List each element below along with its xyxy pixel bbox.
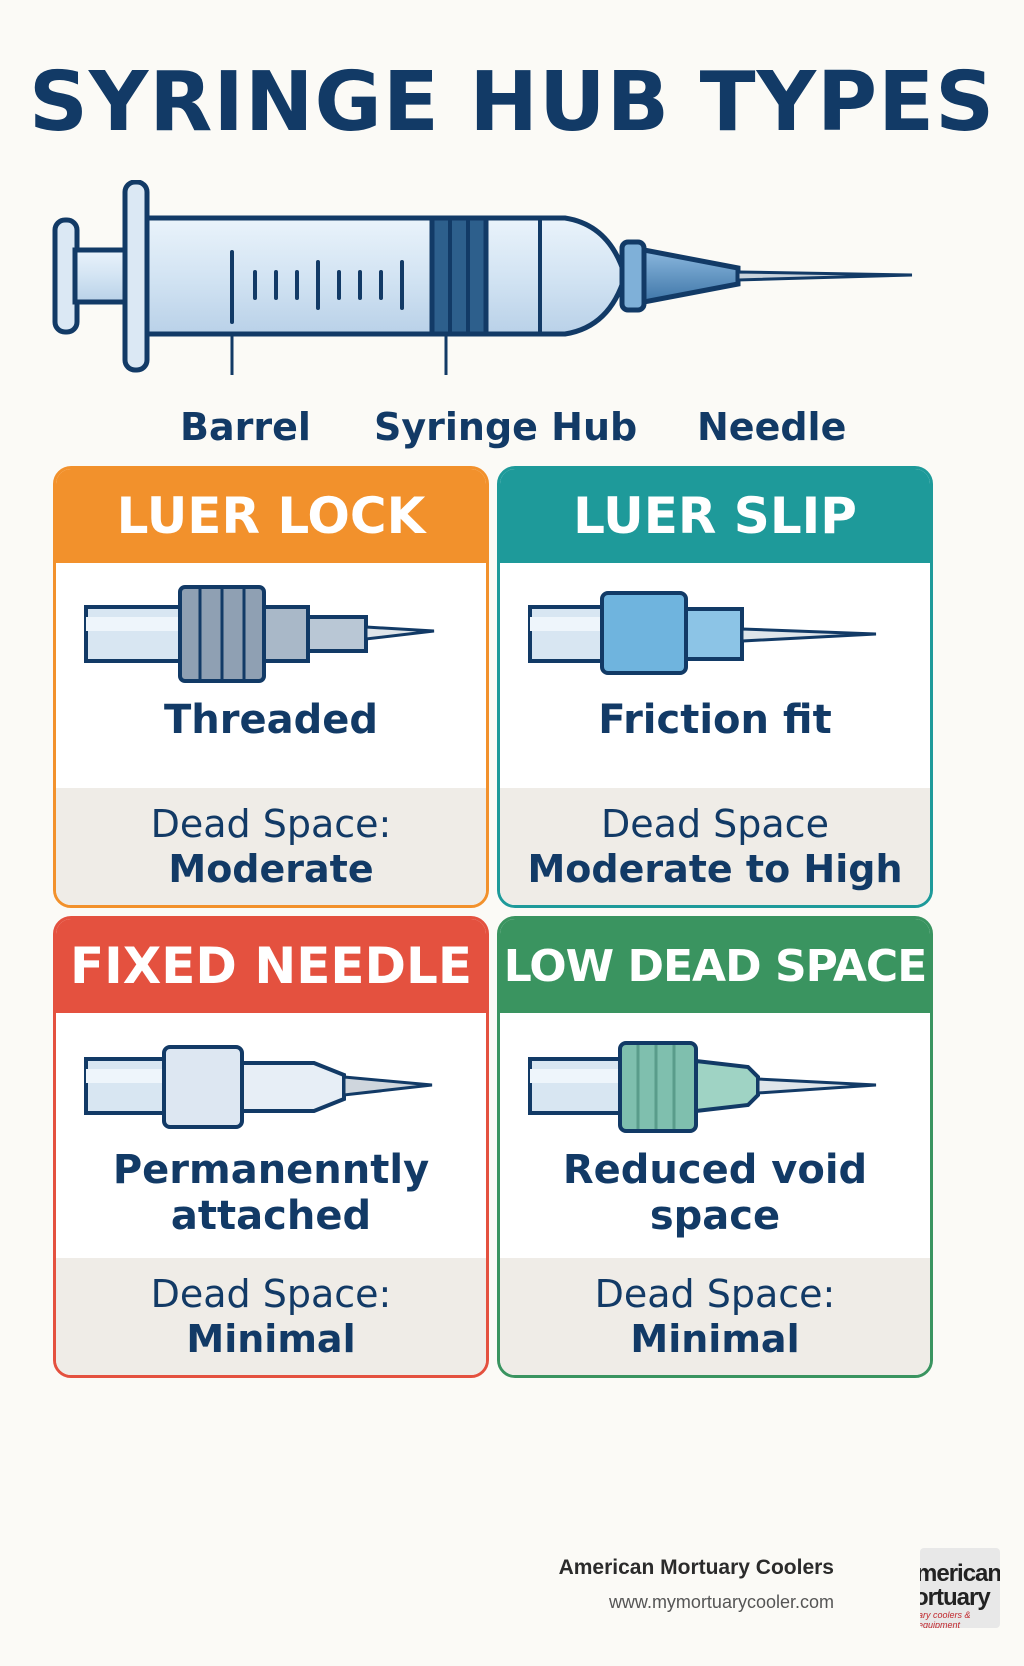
logo-text: ortuary [920,1584,991,1611]
description-line: attached [170,1193,372,1239]
dead-space-panel: Dead Space: Moderate [56,787,486,905]
description-line: space [649,1193,781,1239]
fixed-needle-hub-icon [84,1045,433,1129]
card-title: LOW DEAD SPACE [500,919,930,1013]
brand-logo: merican ortuary ary coolers & equipment [920,1548,1000,1628]
card-description: Friction fit [598,697,832,743]
dead-space-panel: Dead Space: Minimal [500,1257,930,1375]
card-description: Permanenntly attached [56,1147,486,1239]
card-low-dead-space: LOW DEAD SPACE Reduced void space Dead S… [497,916,933,1378]
page-title: SYRINGE HUB TYPES [28,55,996,150]
needle-hub [641,246,741,306]
card-title: LUER LOCK [56,469,486,563]
card-title: LUER SLIP [500,469,930,563]
barrel-flange [122,180,150,373]
luer-slip-hub-icon [528,591,877,675]
card-fixed-needle: FIXED NEEDLE Permanenntly attached Dead … [53,916,489,1378]
barrel-label: Barrel [180,405,311,449]
hub-band [429,215,489,337]
description-line: Reduced void [562,1147,868,1193]
dead-space-value: Minimal [186,1317,356,1362]
low-dead-space-hub-icon [528,1041,877,1133]
logo-tagline: ary coolers & equipment [920,1610,971,1628]
syringe-illustration [52,180,913,375]
card-luer-lock: LUER LOCK Threaded Dead Space: Moderate [53,466,489,908]
dead-space-panel: Dead Space Moderate to High [500,787,930,905]
dead-space-value: Minimal [630,1317,800,1362]
card-description: Reduced void space [500,1147,930,1239]
dead-space-label: Dead Space: [594,1271,836,1316]
nozzle [619,239,647,313]
card-title: FIXED NEEDLE [56,919,486,1013]
dead-space-value: Moderate [168,847,374,892]
needle-label: Needle [697,405,847,449]
dead-space-label: Dead Space [601,801,829,846]
dead-space-panel: Dead Space: Minimal [56,1257,486,1375]
dead-space-value: Moderate to High [527,847,903,892]
luer-lock-hub-icon [84,585,435,683]
brand-name: American Mortuary Coolers [558,1556,834,1579]
needle-shaft [736,270,913,282]
logo-text: merican [920,1560,1000,1587]
card-luer-slip: LUER SLIP Friction fit Dead Space Modera… [497,466,933,908]
brand-url[interactable]: www.mymortuarycooler.com [608,1592,834,1612]
dead-space-label: Dead Space: [150,1271,392,1316]
card-description: Threaded [163,697,378,743]
hub-label: Syringe Hub [374,405,638,449]
barrel-body [144,215,628,337]
description-line: Permanenntly [112,1147,430,1193]
dead-space-label: Dead Space: [150,801,392,846]
